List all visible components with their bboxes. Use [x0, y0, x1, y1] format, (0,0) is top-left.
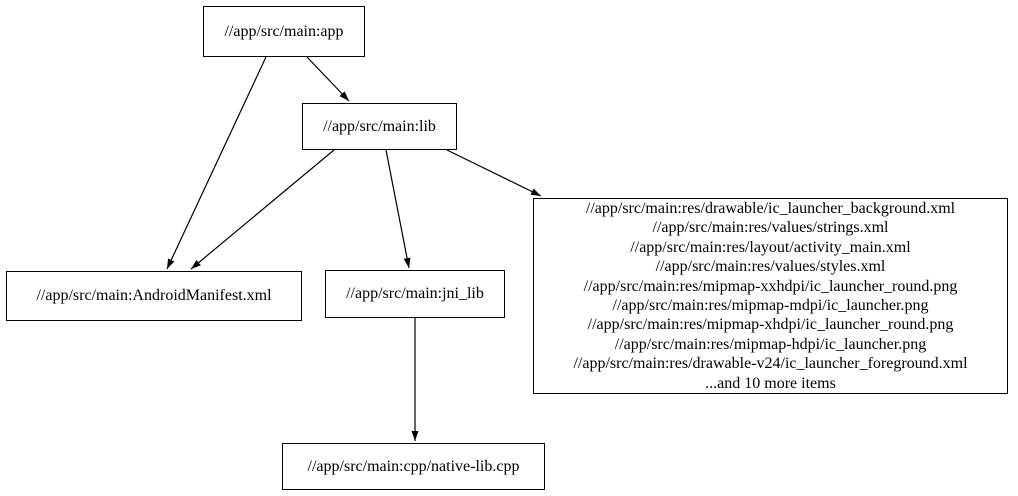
resource-line: //app/src/main:res/values/styles.xml [655, 258, 886, 276]
resource-line-more: ...and 10 more items [705, 374, 836, 392]
node-jni-lib: //app/src/main:jni_lib [325, 270, 505, 318]
edge-app-to-lib [306, 56, 350, 102]
node-resources: //app/src/main:res/drawable/ic_launcher_… [533, 198, 1008, 394]
edge-app-to-manifest [166, 56, 267, 270]
node-lib: //app/src/main:lib [302, 103, 457, 150]
resource-line: //app/src/main:res/mipmap-xhdpi/ic_launc… [587, 316, 954, 334]
node-app: //app/src/main:app [203, 6, 365, 57]
resource-line: //app/src/main:res/drawable-v24/ic_launc… [573, 355, 968, 373]
resource-line: //app/src/main:res/layout/activity_main.… [630, 238, 911, 256]
node-lib-label: //app/src/main:lib [323, 117, 436, 135]
resource-line: //app/src/main:res/drawable/ic_launcher_… [585, 199, 956, 217]
node-native-lib-cpp-label: //app/src/main:cpp/native-lib.cpp [307, 457, 520, 475]
edge-lib-to-jni-lib [385, 149, 411, 269]
node-native-lib-cpp: //app/src/main:cpp/native-lib.cpp [282, 443, 545, 490]
edge-lib-to-manifest [190, 149, 335, 270]
resource-line: //app/src/main:res/mipmap-mdpi/ic_launch… [612, 297, 929, 314]
edge-lib-to-resources [446, 149, 542, 197]
node-android-manifest: //app/src/main:AndroidManifest.xml [6, 271, 302, 321]
node-jni-lib-label: //app/src/main:jni_lib [346, 285, 484, 302]
node-android-manifest-label: //app/src/main:AndroidManifest.xml [36, 287, 272, 304]
node-app-label: //app/src/main:app [224, 22, 344, 40]
resource-line: //app/src/main:res/values/strings.xml [652, 219, 889, 237]
resource-line: //app/src/main:res/mipmap-hdpi/ic_launch… [614, 335, 927, 353]
resource-line: //app/src/main:res/mipmap-xxhdpi/ic_laun… [583, 277, 958, 295]
